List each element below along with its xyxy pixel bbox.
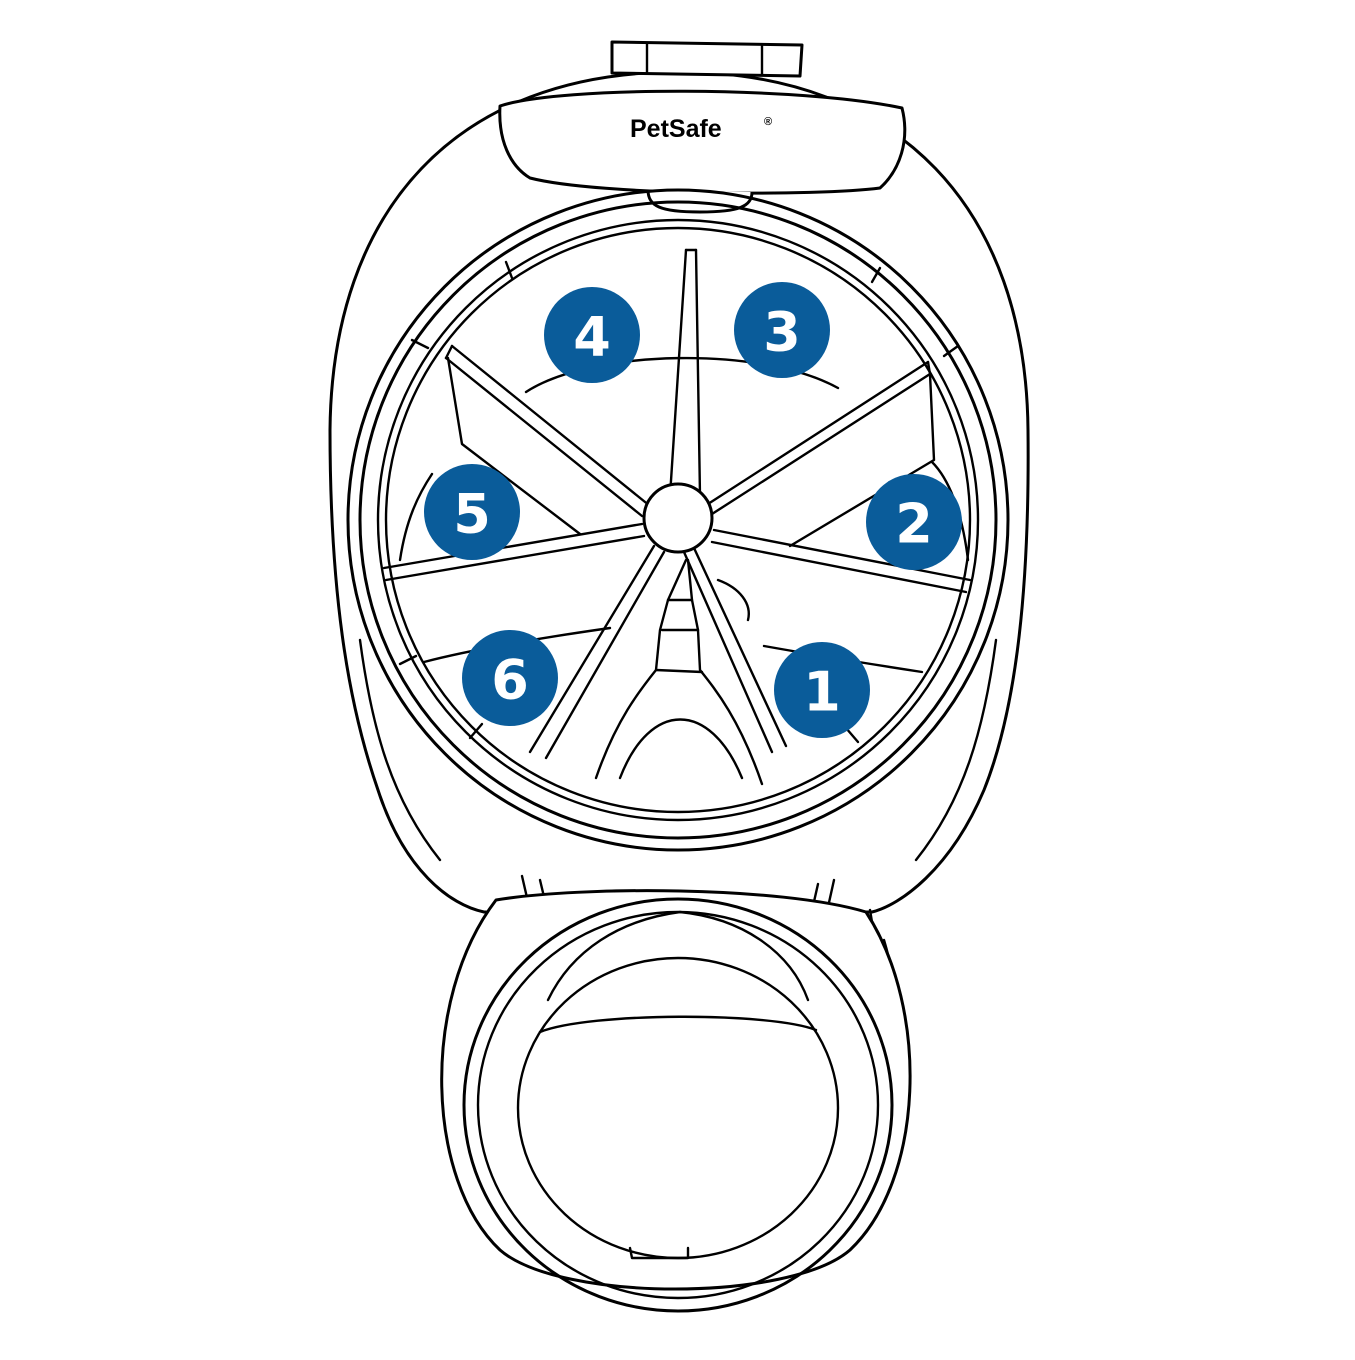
control-panel: PetSafe ® bbox=[498, 89, 907, 214]
center-hub bbox=[594, 482, 764, 786]
badge-2: 2 bbox=[866, 474, 962, 570]
badge-6: 6 bbox=[462, 630, 558, 726]
badge-6-circle bbox=[462, 630, 558, 726]
badge-4-label: 4 bbox=[573, 306, 611, 369]
badge-3-circle bbox=[734, 282, 830, 378]
registered-mark: ® bbox=[764, 116, 772, 128]
lid-latch[interactable] bbox=[610, 40, 804, 78]
badge-2-circle bbox=[866, 474, 962, 570]
badge-2-label: 2 bbox=[895, 493, 933, 556]
badge-6-label: 6 bbox=[491, 649, 529, 712]
badge-1: 1 bbox=[774, 642, 870, 738]
badge-5-circle bbox=[424, 464, 520, 560]
badge-3: 3 bbox=[734, 282, 830, 378]
brand-logo-text: PetSafe bbox=[630, 115, 722, 143]
badge-5-label: 5 bbox=[453, 483, 491, 546]
food-tray bbox=[346, 188, 1010, 852]
compartment-dividers bbox=[382, 248, 972, 760]
badge-1-circle bbox=[774, 642, 870, 738]
badge-5: 5 bbox=[424, 464, 520, 560]
badge-4: 4 bbox=[544, 287, 640, 383]
badge-1-label: 1 bbox=[803, 661, 841, 724]
food-bowl[interactable] bbox=[440, 889, 912, 1313]
badge-4-circle bbox=[544, 287, 640, 383]
badge-3-label: 3 bbox=[763, 301, 801, 364]
